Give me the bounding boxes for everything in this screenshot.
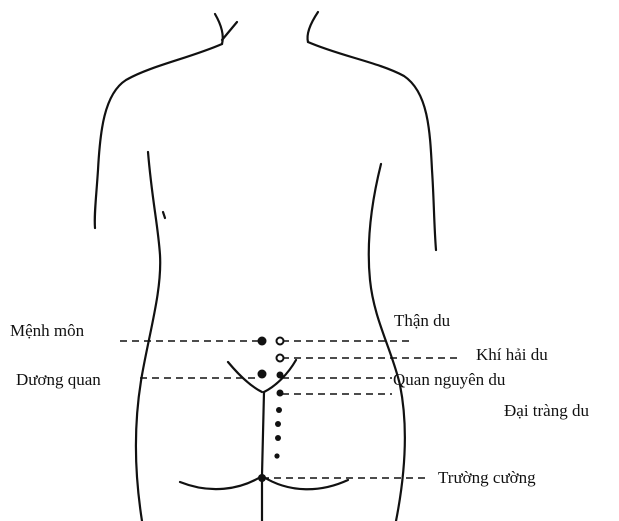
mark-left: [163, 212, 165, 218]
point-truong-cuong: [258, 474, 266, 482]
point-duong-quan: [258, 370, 267, 379]
left-shoulder-arm: [95, 44, 222, 228]
label-khi-hai-du: Khí hải du: [476, 345, 548, 364]
neck-base-left: [222, 22, 237, 40]
point-quan-nguyen-du: [277, 372, 284, 379]
gluteal-cleft-left: [228, 362, 262, 392]
label-menh-mon: Mệnh môn: [10, 321, 85, 340]
point-spine-3: [275, 435, 281, 441]
right-shoulder-arm: [308, 42, 436, 250]
guide-lines: [120, 341, 460, 478]
point-menh-mon: [258, 337, 267, 346]
spine-line: [262, 392, 264, 521]
left-torso-side: [136, 152, 160, 521]
point-spine-2: [275, 421, 281, 427]
point-spine-1: [276, 407, 282, 413]
body-outline: [95, 12, 436, 521]
right-torso-side: [369, 164, 405, 521]
label-truong-cuong: Trường cường: [438, 468, 536, 487]
point-spine-4: [274, 453, 279, 458]
labels: Mệnh môn Dương quan Thận du Khí hải du Q…: [10, 311, 589, 487]
point-than-du: [277, 338, 284, 345]
point-khi-hai-du: [277, 355, 284, 362]
label-duong-quan: Dương quan: [16, 370, 101, 389]
label-than-du: Thận du: [394, 311, 451, 330]
label-quan-nguyen-du: Quan nguyên du: [393, 370, 506, 389]
neck-right: [307, 12, 318, 42]
label-dai-trang-du: Đại tràng du: [504, 401, 589, 420]
point-dai-trang-du: [277, 390, 284, 397]
buttock-left: [180, 476, 262, 489]
